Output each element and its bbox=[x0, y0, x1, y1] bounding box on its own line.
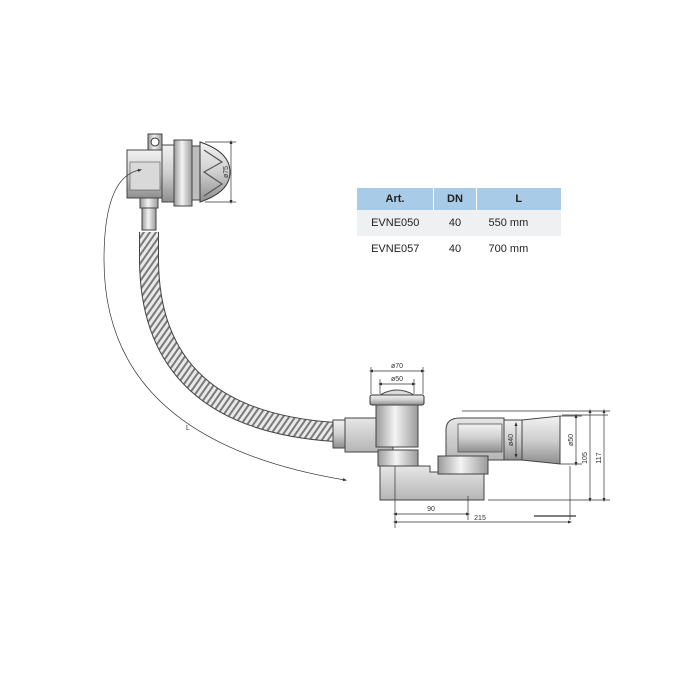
table-header-row: Art. DN L bbox=[357, 188, 561, 210]
cell-dn: 40 bbox=[448, 243, 462, 255]
column-header-dn: DN bbox=[433, 188, 477, 210]
dim-fill-diameter: ø75 bbox=[223, 166, 230, 178]
cell-article: EVNE050 bbox=[357, 210, 434, 236]
spec-table: Art. DN L EVNE050 40 550 mm EVNE057 40 7… bbox=[357, 188, 561, 262]
overflow-fitting bbox=[126, 133, 231, 231]
dim-width-215: 215 bbox=[474, 515, 486, 522]
cell-dn: 40 bbox=[433, 210, 477, 236]
corrugated-hose bbox=[139, 232, 336, 442]
cell-article: EVNE057 bbox=[371, 243, 420, 255]
dim-pipe-inner: ø40 bbox=[508, 434, 515, 446]
table-row: EVNE050 40 550 mm bbox=[357, 210, 561, 236]
dim-drain-outer: ø70 bbox=[391, 363, 403, 370]
dim-pipe-outer: ø50 bbox=[568, 434, 575, 446]
dim-height-117: 117 bbox=[596, 452, 603, 463]
cell-length: 550 mm bbox=[476, 210, 561, 236]
cell-length: 700 mm bbox=[488, 243, 529, 255]
column-header-art: Art. bbox=[357, 188, 434, 210]
dim-hose-length: L bbox=[186, 425, 190, 432]
dim-height-105: 105 bbox=[582, 452, 589, 464]
dim-drain-inner: ø50 bbox=[391, 376, 403, 383]
dim-width-90: 90 bbox=[427, 506, 435, 513]
table-row: EVNE057 40 700 mm bbox=[357, 236, 561, 262]
column-header-length: L bbox=[476, 188, 561, 210]
waste-body bbox=[332, 389, 489, 501]
dimension-lines bbox=[103, 139, 610, 528]
